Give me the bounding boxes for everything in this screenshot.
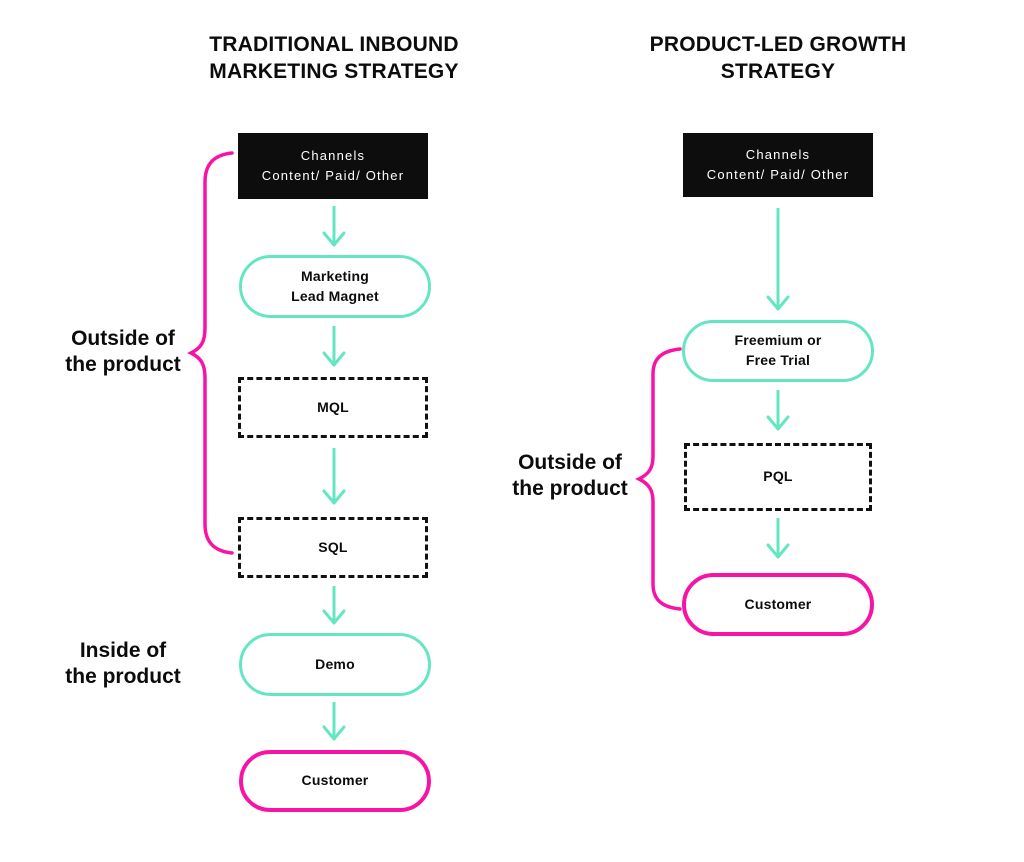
left-column-title: TRADITIONAL INBOUND MARKETING STRATEGY [166, 32, 502, 86]
pql-label: PQL [763, 468, 793, 485]
right-title-line2: STRATEGY [720, 59, 836, 83]
freemium-line1: Freemium or [734, 332, 822, 349]
right-column-title: PRODUCT-LED GROWTH STRATEGY [610, 32, 946, 86]
freemium-line2: Free Trial [745, 352, 811, 368]
down-arrow-icon [322, 702, 346, 741]
left-curly-brace-icon [187, 151, 234, 555]
customer-right-label: Customer [744, 595, 812, 612]
node-pql: PQL [684, 443, 872, 511]
down-arrow-icon [766, 518, 790, 559]
outside-product-label-left: Outside of the product [28, 326, 218, 379]
left-title-line2: MARKETING STRATEGY [209, 59, 459, 83]
lead-magnet-line1: Marketing [301, 267, 369, 284]
mql-label: MQL [317, 398, 349, 415]
left-title-line1: TRADITIONAL INBOUND [209, 33, 459, 56]
inside-left-line1: Inside of [79, 639, 167, 662]
down-arrow-icon [766, 208, 790, 311]
down-arrow-icon [322, 326, 346, 367]
outside-right-line2: the product [512, 477, 628, 501]
channels-left-line1: Channels [300, 147, 366, 163]
node-sql: SQL [238, 517, 428, 578]
lead-magnet-line2: Lead Magnet [291, 287, 379, 304]
node-lead-magnet: Marketing Lead Magnet [239, 255, 431, 318]
inside-product-label-left: Inside of the product [28, 638, 218, 691]
inside-left-line2: the product [65, 665, 181, 689]
node-mql: MQL [238, 377, 428, 438]
right-curly-brace-icon [635, 347, 682, 611]
customer-left-label: Customer [301, 772, 369, 789]
node-freemium: Freemium or Free Trial [682, 320, 874, 382]
demo-label: Demo [315, 655, 355, 672]
right-title-line1: PRODUCT-LED GROWTH [649, 33, 907, 56]
node-customer-left: Customer [239, 750, 431, 812]
outside-left-line2: the product [65, 353, 181, 377]
channels-left-line2: Content/ Paid/ Other [261, 168, 405, 183]
outside-product-label-right: Outside of the product [486, 450, 654, 503]
channels-right-line2: Content/ Paid/ Other [706, 167, 850, 182]
down-arrow-icon [322, 206, 346, 247]
outside-right-line1: Outside of [518, 451, 622, 474]
outside-left-line1: Outside of [71, 327, 175, 350]
node-channels-right: Channels Content/ Paid/ Other [683, 133, 873, 197]
sql-label: SQL [318, 538, 348, 555]
down-arrow-icon [322, 448, 346, 505]
down-arrow-icon [766, 390, 790, 431]
node-demo: Demo [239, 633, 431, 696]
node-customer-right: Customer [682, 573, 874, 636]
down-arrow-icon [322, 586, 346, 625]
node-channels-left: Channels Content/ Paid/ Other [238, 133, 428, 199]
channels-right-line1: Channels [745, 146, 811, 162]
